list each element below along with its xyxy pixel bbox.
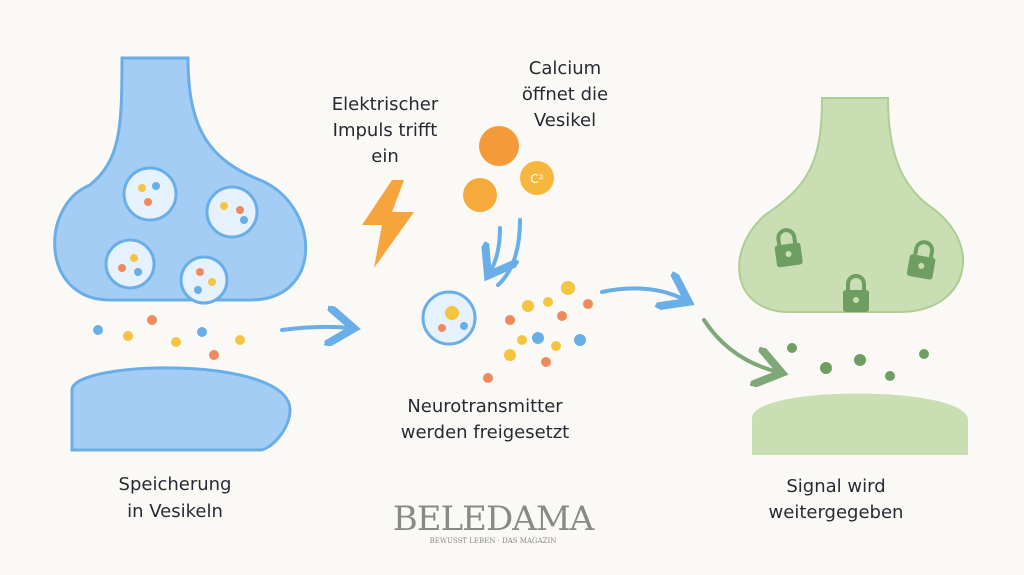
- calcium-ion-label: C²: [530, 172, 543, 186]
- vesicle: [179, 255, 229, 305]
- presynaptic-terminal: [53, 56, 308, 305]
- arrow-right-icon: [600, 288, 685, 300]
- cleft-neurotransmitters-right: [787, 343, 929, 381]
- postsynaptic-membrane-left: [70, 366, 292, 452]
- arrow-down-icon: [496, 218, 522, 287]
- logo-tagline: BEWUSST LEBEN · DAS MAGAZIN: [430, 537, 557, 545]
- postsynaptic-terminal: [738, 97, 964, 313]
- vesicle-release: [421, 290, 477, 346]
- receptor-membrane: [752, 393, 968, 455]
- synaptic-cleft-neurotransmitters-left: [93, 315, 245, 360]
- logo-name: BELEDAMA: [393, 499, 595, 539]
- lightning-icon: [362, 180, 414, 268]
- released-neurotransmitters: [483, 281, 593, 383]
- calcium-ion: [479, 126, 519, 166]
- vesicle: [205, 185, 259, 239]
- calcium-ion: [463, 178, 497, 212]
- lock-icon: [906, 240, 936, 280]
- arrow-right-icon: [280, 327, 350, 330]
- calcium-ion: [520, 161, 554, 195]
- lock-icon: [843, 274, 869, 312]
- lock-icon: [774, 228, 803, 268]
- arrow-down-icon: [490, 226, 500, 272]
- arrow-down-right-icon: [702, 318, 778, 372]
- vesicle: [104, 238, 156, 290]
- vesicle: [122, 166, 178, 222]
